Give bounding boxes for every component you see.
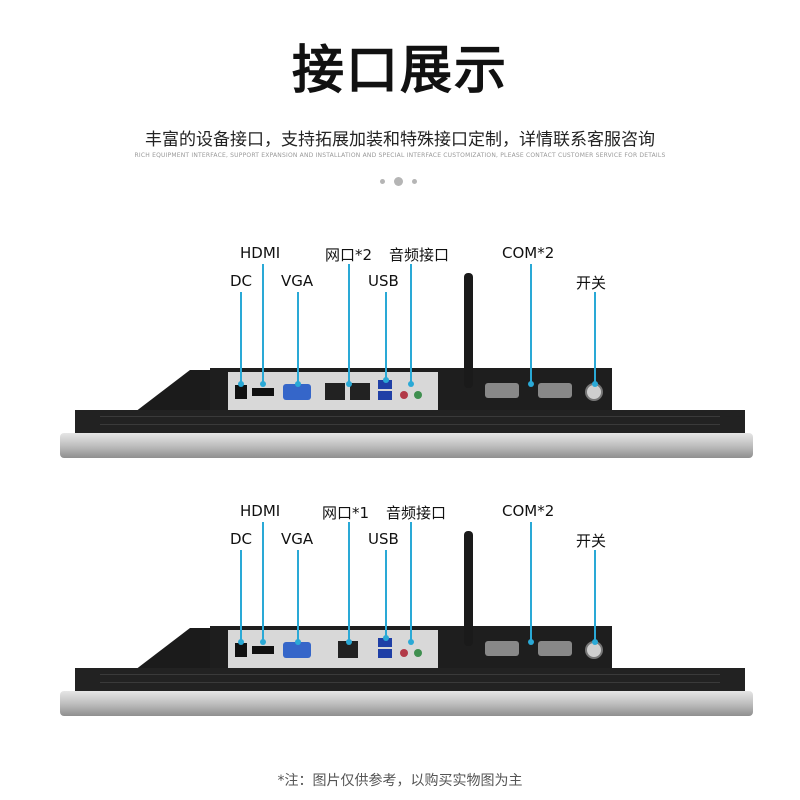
dc-port [235,385,247,399]
dot-com [528,381,534,387]
connector-audio [410,264,412,384]
device-illustration [60,531,753,716]
connector-hdmi [262,522,264,642]
hdmi-port [252,388,274,396]
usb-port-1 [378,638,392,647]
vga-port [283,642,311,658]
com-port-1 [485,383,519,398]
com-port-2 [538,641,572,656]
audio-out-jack [414,649,422,657]
dot-lan [346,381,352,387]
connector-hdmi [262,264,264,384]
dot-audio [408,639,414,645]
connector-lan [348,264,350,384]
dot-com [528,639,534,645]
dc-port [235,643,247,657]
label-switch: 开关 [576,532,607,550]
dot-lan [346,639,352,645]
lan-port-1 [325,383,345,400]
rear-stand [135,370,215,412]
vga-port [283,384,311,400]
front-bezel [60,691,753,716]
rear-stand [135,628,215,670]
com-port-1 [485,641,519,656]
label-com: COM*2 [502,244,555,262]
dot-vga [295,381,301,387]
usb-port-2 [378,391,392,400]
connector-switch [594,550,596,642]
dot-switch [592,639,598,645]
dot-3 [412,179,417,184]
label-dc: DC [230,272,253,290]
carousel-dots [380,177,420,187]
dot-audio [408,381,414,387]
hdmi-port [252,646,274,654]
connector-switch [594,292,596,384]
usb-port-2 [378,649,392,658]
label-usb: USB [368,272,399,290]
dot-switch [592,381,598,387]
device-illustration [60,273,753,458]
page-subtitle: 丰富的设备接口，支持拓展加装和特殊接口定制，详情联系客服咨询 [145,130,655,150]
mic-jack [400,391,408,399]
dot-vga [295,639,301,645]
dot-usb [383,377,389,383]
wifi-antenna [464,531,473,646]
label-switch: 开关 [576,274,607,292]
lan-port-2 [350,383,370,400]
connector-vga [297,292,299,384]
label-lan: 网口*1 [322,504,370,522]
usb-port-1 [378,380,392,389]
label-hdmi: HDMI [240,502,281,520]
reference-note: *注：图片仅供参考，以购买实物图为主 [277,773,523,789]
mic-jack [400,649,408,657]
audio-out-jack [414,391,422,399]
connector-lan [348,522,350,642]
connector-dc [240,550,242,642]
label-com: COM*2 [502,502,555,520]
front-bezel [60,433,753,458]
interface-panel-single-lan: HDMI 网口*1 音频接口 COM*2 DC VGA USB 开关 [0,498,800,728]
page-title: 接口展示 [291,41,508,101]
connector-vga [297,550,299,642]
connector-com [530,522,532,642]
interface-panel-dual-lan: HDMI 网口*2 音频接口 COM*2 DC VGA USB 开关 [0,240,800,470]
connector-usb [385,550,387,638]
connector-usb [385,292,387,380]
dot-usb [383,635,389,641]
label-hdmi: HDMI [240,244,281,262]
connector-dc [240,292,242,384]
connector-audio [410,522,412,642]
dot-dc [238,639,244,645]
page-subtitle-english: RICH EQUIPMENT INTERFACE, SUPPORT EXPANS… [134,152,666,159]
com-port-2 [538,383,572,398]
label-lan: 网口*2 [325,246,373,264]
label-vga: VGA [281,530,314,548]
label-dc: DC [230,530,253,548]
dot-hdmi [260,381,266,387]
panel-body [75,410,745,434]
connector-com [530,264,532,384]
label-audio: 音频接口 [389,246,450,264]
label-audio: 音频接口 [386,504,447,522]
lan-port-1 [338,641,358,658]
dot-hdmi [260,639,266,645]
label-vga: VGA [281,272,314,290]
wifi-antenna [464,273,473,388]
dot-2 [394,177,403,186]
label-usb: USB [368,530,399,548]
dot-dc [238,381,244,387]
panel-body [75,668,745,692]
dot-1 [380,179,385,184]
